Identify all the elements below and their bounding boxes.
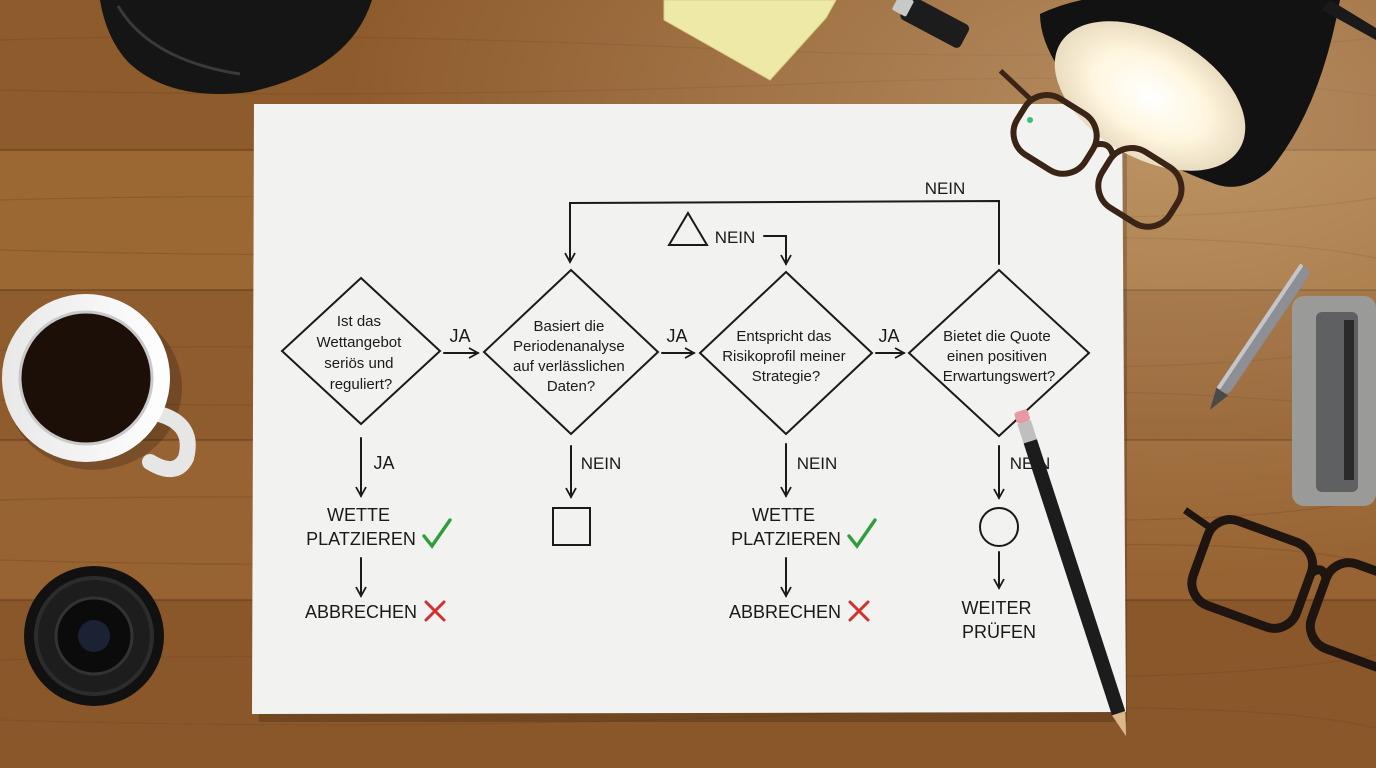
- pencil: [1014, 409, 1127, 737]
- edge-label-nein: NEIN: [715, 228, 756, 247]
- check-mark-icon: [422, 518, 452, 549]
- edge-label-ja: JA: [878, 326, 899, 346]
- circle-shape: [979, 507, 1019, 547]
- outcome-place-bet: WETTE PLATZIEREN: [306, 505, 416, 549]
- eyeglasses-top: [998, 68, 1185, 230]
- square-shape: [552, 507, 591, 546]
- edge-label-nein: NEIN: [797, 454, 838, 473]
- flowchart: [280, 199, 1091, 622]
- outcome-place-bet: WETTE PLATZIEREN: [731, 505, 841, 549]
- check-mark-icon: [847, 518, 877, 549]
- sticky-note: [663, 0, 837, 81]
- eyeglasses-bottom: [1183, 507, 1376, 676]
- edge-label-nein: NEIN: [581, 454, 622, 473]
- paper-sheet: [252, 104, 1127, 722]
- desk-lamp-right: [1040, 0, 1376, 187]
- decision-text: Entspricht das Risikoprofil meiner Strat…: [722, 328, 850, 385]
- outcome-abort: ABBRECHEN: [729, 602, 841, 622]
- decision-text: Basiert die Periodenanalyse auf verlässl…: [513, 318, 629, 395]
- stapler: [1292, 296, 1376, 506]
- edge-label-nein: NEIN: [925, 179, 966, 198]
- coffee-mug: [2, 294, 196, 477]
- decision-diamond: [482, 268, 660, 436]
- cross-mark-icon: [848, 600, 870, 622]
- arrow: [763, 235, 792, 266]
- fountain-pen: [1209, 264, 1310, 410]
- decision-diamond: [698, 270, 874, 436]
- usb-stick: [892, 0, 970, 48]
- triangle-shape: [667, 211, 709, 246]
- flowchart-text: Ist das Wettangebot seriös und reguliert…: [305, 179, 1055, 642]
- decision-text: Ist das Wettangebot seriös und reguliert…: [317, 313, 406, 393]
- edge-label-ja: JA: [449, 326, 470, 346]
- outcome-continue: WEITER PRÜFEN: [961, 598, 1036, 642]
- decision-diamond: [907, 268, 1091, 438]
- loop-arrow: [564, 199, 1000, 265]
- edge-label-ja: JA: [373, 453, 394, 473]
- edge-label-ja: JA: [666, 326, 687, 346]
- outcome-abort: ABBRECHEN: [305, 602, 417, 622]
- camera-lens: [24, 566, 164, 706]
- desk-lamp-left: [100, 0, 372, 94]
- decision-text: Bietet die Quote einen positiven Erwartu…: [943, 328, 1056, 385]
- cross-mark-icon: [424, 600, 446, 622]
- decision-diamond: [280, 276, 442, 426]
